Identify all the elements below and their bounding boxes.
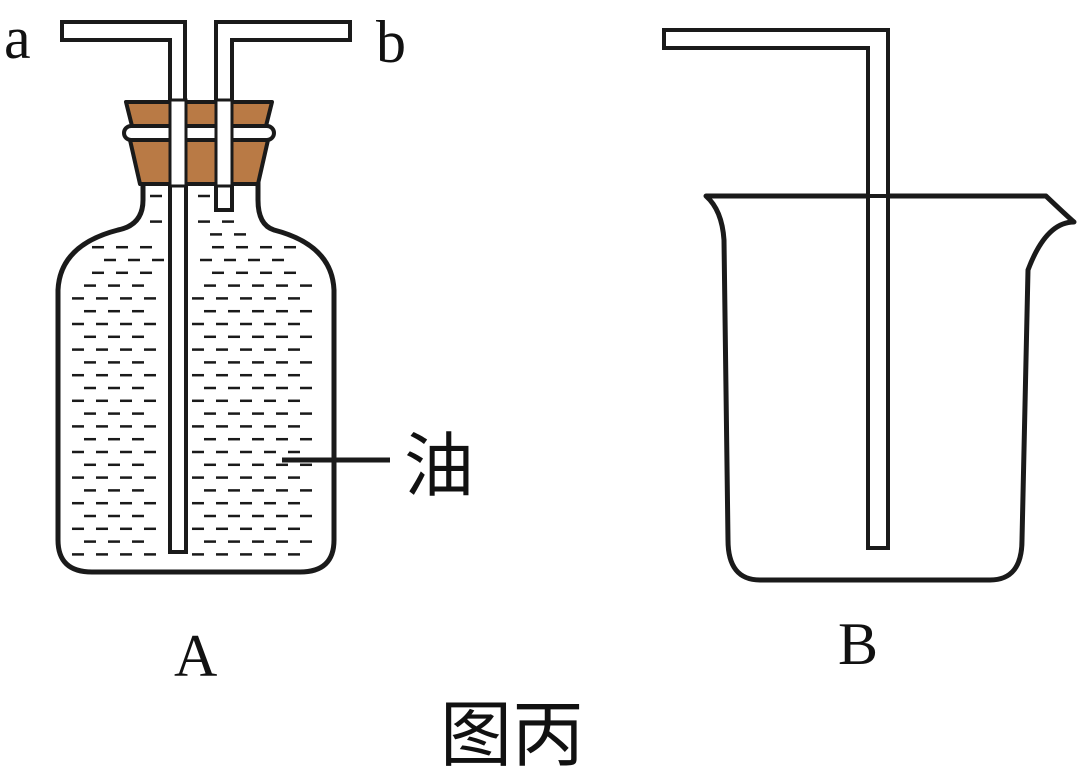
rubber-stopper bbox=[122, 98, 276, 188]
label-a: a bbox=[4, 5, 31, 71]
label-apparatus-a: A bbox=[174, 623, 217, 689]
long-tube-a bbox=[60, 20, 188, 554]
apparatus-b bbox=[662, 28, 1077, 583]
figure-caption: 图丙 bbox=[440, 693, 584, 777]
oil-liquid-dashes bbox=[72, 194, 312, 556]
label-apparatus-b: B bbox=[838, 611, 878, 677]
bent-tube-b bbox=[662, 28, 890, 550]
label-b: b bbox=[376, 9, 406, 75]
label-oil: 油 bbox=[404, 425, 474, 507]
apparatus-a bbox=[55, 20, 390, 575]
